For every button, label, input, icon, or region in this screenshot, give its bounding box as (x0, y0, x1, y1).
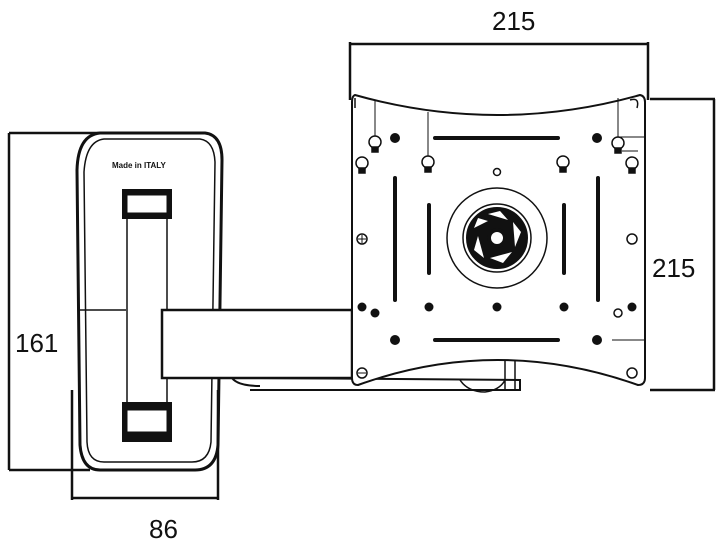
plate-height-dimension: 215 (652, 253, 696, 283)
open-holes (356, 167, 638, 379)
made-in-italy-label: Made in ITALY (112, 161, 166, 170)
bracket-width-dimension: 86 (149, 514, 178, 544)
rotation-hub (446, 187, 548, 289)
vesa-plate (351, 93, 646, 387)
wall-bracket (75, 131, 224, 472)
swing-arm (160, 308, 521, 393)
bracket-height-dimension: 161 (15, 328, 59, 358)
slots (393, 136, 600, 342)
mounting-holes (357, 133, 637, 345)
plate-width-dimension: 215 (492, 6, 536, 36)
keyholes (355, 98, 645, 174)
